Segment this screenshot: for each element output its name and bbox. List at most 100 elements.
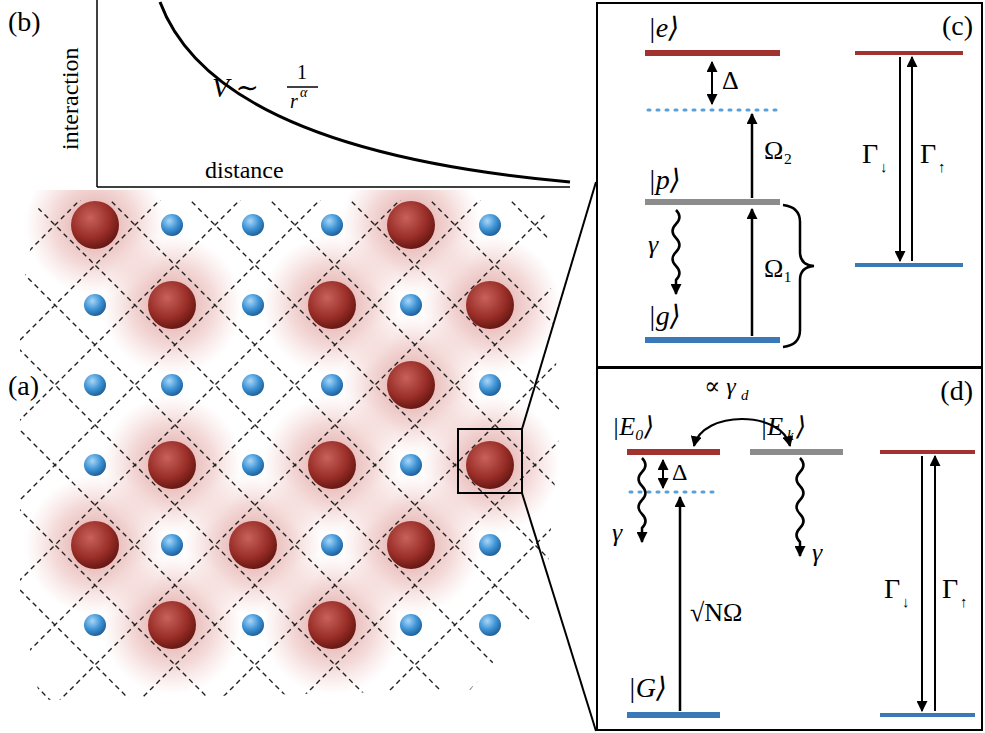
rydberg-atom bbox=[71, 521, 119, 569]
rabi-label: Ω₁ bbox=[764, 256, 792, 282]
ground-atom bbox=[242, 214, 264, 236]
rate-label: Γ bbox=[920, 140, 936, 168]
grid-line bbox=[0, 100, 430, 733]
formula: r bbox=[290, 91, 298, 111]
glow-layer bbox=[25, 155, 560, 695]
interaction-glow bbox=[102, 555, 242, 695]
interaction-glow bbox=[102, 235, 242, 375]
state-label: |p⟩ bbox=[648, 166, 681, 194]
ground-atom bbox=[161, 534, 183, 556]
rydberg-atom bbox=[148, 601, 196, 649]
rate-label: Γ bbox=[884, 575, 900, 603]
grid-line bbox=[0, 100, 30, 733]
rate-label: Γ bbox=[862, 140, 878, 168]
state-label: |E bbox=[760, 414, 783, 440]
decay-label: γ bbox=[812, 540, 822, 566]
grid-line bbox=[730, 100, 985, 733]
grid-line bbox=[320, 100, 980, 733]
ground-atom bbox=[479, 614, 501, 636]
grid-line bbox=[0, 100, 420, 733]
decay-label: γ bbox=[612, 520, 622, 546]
grid-line bbox=[10, 100, 670, 733]
ground-atom bbox=[321, 534, 343, 556]
ground-atom bbox=[161, 374, 183, 396]
zoom-lines bbox=[458, 182, 596, 731]
level-scheme-d bbox=[627, 419, 975, 718]
state-subscript: k bbox=[787, 428, 794, 443]
dashed-grid bbox=[0, 100, 985, 733]
rydberg-atom bbox=[466, 281, 514, 329]
rate-subscript: ↓ bbox=[902, 595, 910, 610]
ground-atom bbox=[321, 214, 343, 236]
ground-atom bbox=[242, 294, 264, 316]
ground-atom bbox=[84, 294, 106, 316]
ground-atom bbox=[400, 614, 422, 636]
rydberg-atom bbox=[229, 521, 277, 569]
dephasing-subscript: d bbox=[741, 388, 749, 403]
grid-line bbox=[0, 100, 100, 733]
rydberg-atom bbox=[308, 281, 356, 329]
ground-atom bbox=[400, 294, 422, 316]
grid-line bbox=[0, 100, 510, 733]
rate-subscript: ↑ bbox=[938, 160, 946, 175]
grid-line bbox=[570, 100, 985, 733]
rydberg-atom bbox=[387, 521, 435, 569]
ground-atom bbox=[242, 374, 264, 396]
grid-line bbox=[490, 100, 985, 733]
decay-label: γ bbox=[648, 232, 658, 258]
ground-atom bbox=[479, 214, 501, 236]
rydberg-atom bbox=[387, 201, 435, 249]
formula: V ∼ bbox=[212, 74, 259, 102]
rabi-label: Ω₂ bbox=[764, 138, 792, 164]
ground-atom bbox=[242, 454, 264, 476]
rydberg-atom bbox=[148, 441, 196, 489]
atom-layer bbox=[71, 201, 514, 649]
ground-atom bbox=[400, 454, 422, 476]
ground-atom bbox=[479, 534, 501, 556]
grid-line bbox=[0, 100, 660, 733]
axis-label: distance bbox=[205, 158, 284, 182]
grid-line bbox=[0, 100, 270, 733]
grid-line bbox=[0, 100, 340, 733]
rydberg-atom bbox=[466, 441, 514, 489]
state-label: |E₀⟩ bbox=[612, 414, 654, 440]
grid-line bbox=[250, 100, 910, 733]
grid-line bbox=[0, 100, 590, 733]
axis-label: interaction bbox=[58, 47, 82, 150]
ground-atom bbox=[84, 614, 106, 636]
grid-line bbox=[0, 100, 260, 733]
panel-label: (d) bbox=[940, 377, 973, 405]
grid-line bbox=[0, 100, 350, 733]
ground-atom bbox=[84, 374, 106, 396]
ground-atom bbox=[321, 374, 343, 396]
rydberg-atom bbox=[71, 201, 119, 249]
detuning-label: Δ bbox=[722, 68, 739, 94]
level-scheme-c bbox=[645, 50, 963, 347]
state-label: |e⟩ bbox=[648, 14, 679, 42]
ground-atom bbox=[161, 214, 183, 236]
rydberg-atom bbox=[308, 601, 356, 649]
grid-line bbox=[480, 100, 985, 733]
rate-label: Γ bbox=[942, 575, 958, 603]
grid-line bbox=[410, 100, 985, 733]
grid-line bbox=[400, 100, 985, 733]
grid-line bbox=[240, 100, 900, 733]
rydberg-atom bbox=[148, 281, 196, 329]
ground-atom bbox=[479, 374, 501, 396]
detuning-label: Δ bbox=[672, 460, 687, 484]
rabi-label: √NΩ bbox=[690, 600, 742, 626]
interaction-glow bbox=[262, 555, 402, 695]
grid-line bbox=[80, 100, 740, 733]
grid-line bbox=[170, 100, 830, 733]
grid-line bbox=[90, 100, 750, 733]
panel-label: (b) bbox=[8, 8, 41, 36]
grid-line bbox=[0, 100, 110, 733]
rydberg-atom bbox=[308, 441, 356, 489]
grid-line bbox=[650, 100, 985, 733]
rate-subscript: ↑ bbox=[960, 595, 968, 610]
grid-line bbox=[0, 100, 500, 733]
grid-line bbox=[0, 100, 580, 733]
grid-line bbox=[160, 100, 820, 733]
state-label: |G⟩ bbox=[628, 674, 667, 702]
ground-atom bbox=[242, 614, 264, 636]
